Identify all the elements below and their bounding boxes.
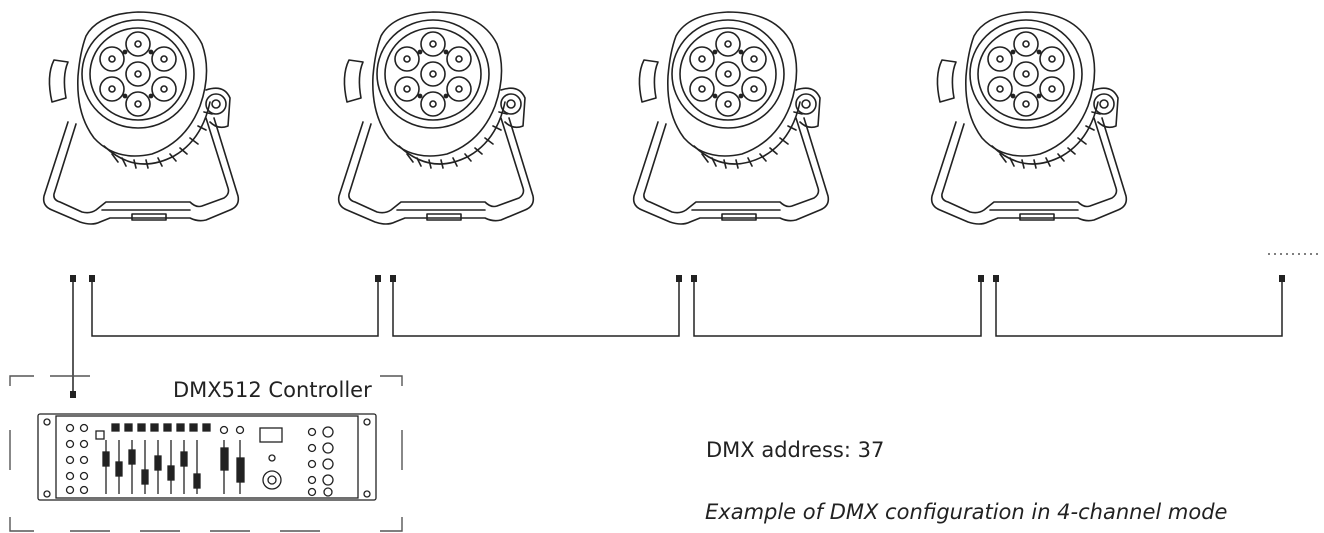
controller-frame	[9, 375, 403, 532]
diagram-caption: Example of DMX configuration in 4-channe…	[705, 500, 1228, 524]
controller-label: DMX512 Controller	[173, 378, 372, 402]
dmx-address-text: DMX address: 37	[706, 438, 885, 462]
dmx-cables	[72, 280, 1283, 392]
fixture-4	[930, 11, 1128, 225]
dmx-controller-device	[37, 413, 377, 501]
cable-connectors	[70, 275, 1285, 398]
fixture-1	[42, 11, 240, 225]
fixture-2	[337, 11, 535, 225]
fixture-3	[632, 11, 830, 225]
